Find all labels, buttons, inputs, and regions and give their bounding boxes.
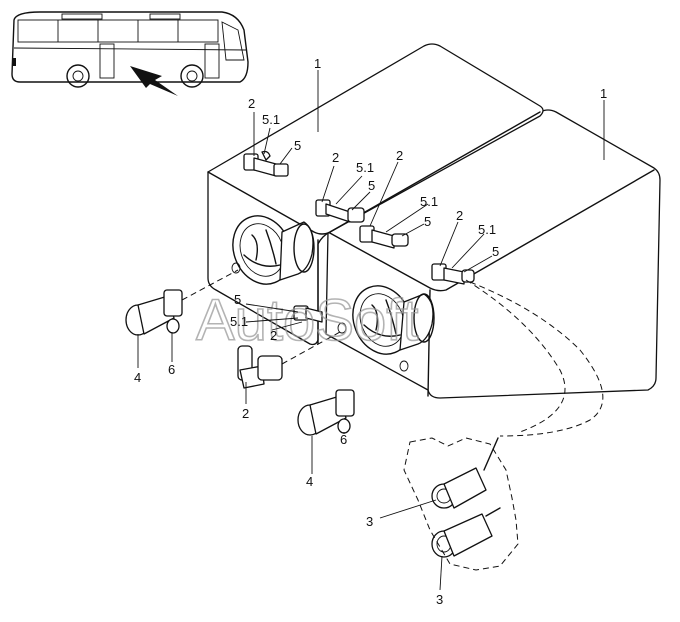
right-fuel-tank [325,109,661,399]
callout-2c: 2 [396,148,403,163]
callout-5e: 5 [234,292,241,307]
leader-lines [137,70,605,591]
callout-2d: 2 [456,208,463,223]
cap-4b [297,389,355,436]
outline-dashed [403,437,519,571]
callout-1-right: 1 [600,86,607,101]
left-fuel-tank [207,43,544,346]
callout-5-1d: 5.1 [478,222,496,237]
callout-5b: 5 [368,178,375,193]
callout-5-1c: 5.1 [420,194,438,209]
callout-2b: 2 [332,150,339,165]
hose-line-2 [465,279,566,433]
fitting-d [431,263,475,285]
fitting-c [359,225,409,249]
callout-2e: 2 [270,328,277,343]
callout-2a: 2 [248,96,255,111]
callout-5c: 5 [424,214,431,229]
callout-2f: 2 [242,406,249,421]
callout-4a: 4 [134,370,141,385]
callout-5-1e: 5.1 [230,314,248,329]
coupling-3b [431,507,501,558]
callout-4b: 4 [306,474,313,489]
bus-icon [11,11,249,88]
hose-line [469,281,604,437]
callout-5-1a: 5.1 [262,112,280,127]
fitting-e [293,305,323,323]
callout-3b: 3 [436,592,443,607]
callout-5d: 5 [492,244,499,259]
callout-3a: 3 [366,514,373,529]
callout-6a: 6 [168,362,175,377]
callout-5-1b: 5.1 [356,160,374,175]
elbow-2 [237,331,341,389]
fitting-a [243,150,289,177]
callout-6b: 6 [340,432,347,447]
cap-4a [125,269,239,336]
watermark-text: AutoSoft [196,288,418,353]
callout-labels: 1 1 2 5.1 5 2 5.1 5 2 5.1 5 2 5.1 5 5 5.… [134,56,607,607]
callout-1-left: 1 [314,56,321,71]
callout-5a: 5 [294,138,301,153]
pointer-arrow-icon [130,66,178,96]
coupling-3a [431,437,499,509]
